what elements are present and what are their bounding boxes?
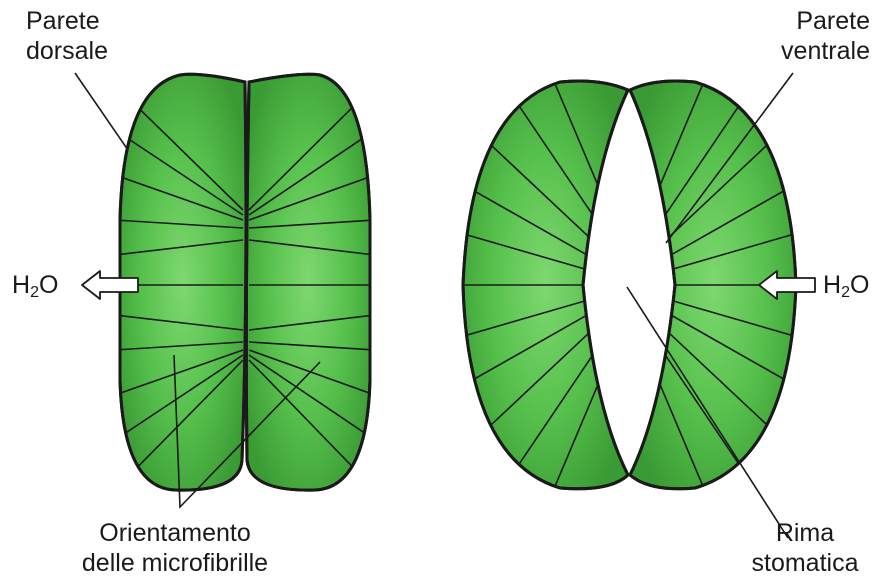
label-orientamento-line2: delle microfibrille (45, 548, 305, 578)
closed-guard-cell-right (246, 74, 375, 490)
label-h2o-left: H2O (12, 270, 58, 300)
h2o-right-h: H (823, 271, 841, 299)
label-orientamento-microfibrille: Orientamento delle microfibrille (45, 518, 305, 578)
label-parete-dorsale-line2: dorsale (26, 36, 108, 66)
label-parete-ventrale: Parete ventrale (720, 6, 870, 66)
label-h2o-right: H2O (823, 270, 869, 300)
label-orientamento-line1: Orientamento (45, 518, 305, 548)
h2o-right-sub: 2 (841, 284, 850, 301)
h2o-left-o: O (39, 271, 58, 299)
label-rima-line2: stomatica (735, 548, 875, 578)
label-parete-dorsale: Parete dorsale (26, 6, 108, 66)
h2o-left-sub: 2 (30, 284, 39, 301)
h2o-right-o: O (850, 271, 869, 299)
h2o-left-h: H (12, 271, 30, 299)
label-rima-stomatica: Rima stomatica (735, 518, 875, 578)
label-parete-ventrale-line2: ventrale (720, 36, 870, 66)
label-parete-dorsale-line1: Parete (26, 6, 108, 36)
label-parete-ventrale-line1: Parete (720, 6, 870, 36)
label-rima-line1: Rima (735, 518, 875, 548)
open-guard-cell-left (450, 60, 640, 510)
leader-parete-dorsale (75, 73, 128, 150)
